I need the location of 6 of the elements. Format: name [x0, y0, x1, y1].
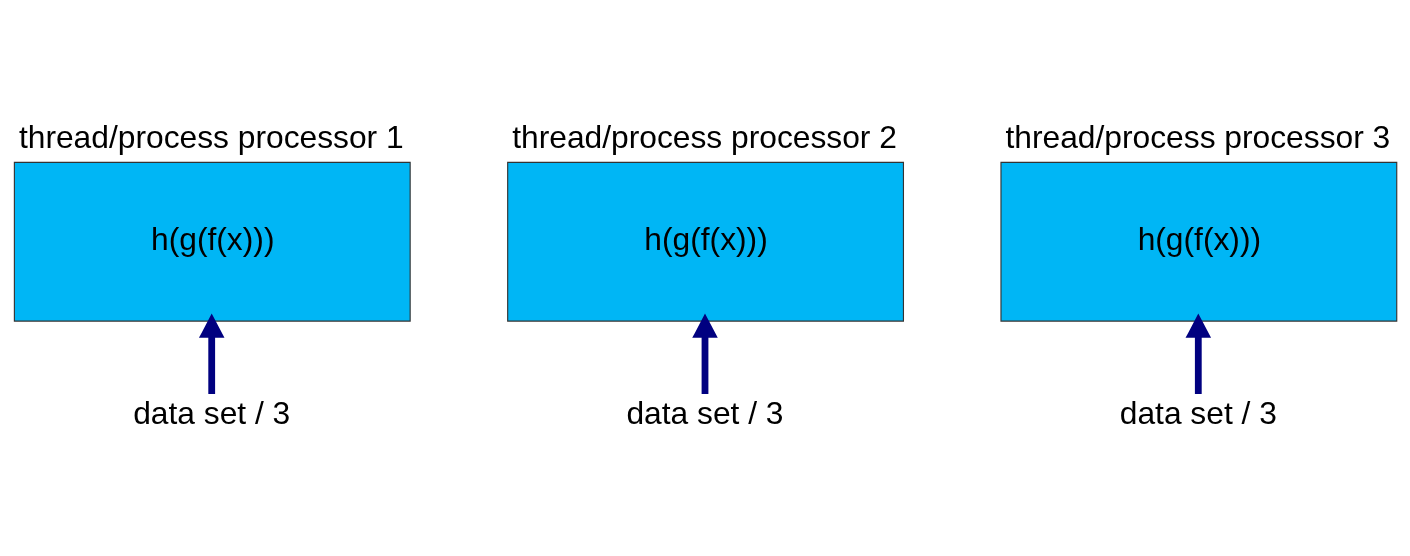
node-label: thread/process processor 3 [1005, 119, 1391, 156]
node-text: data set / 3 [133, 395, 291, 432]
node-label: thread/process processor 1 [18, 119, 404, 156]
node-text: data set / 3 [1119, 395, 1277, 432]
node-label: thread/process processor 2 [512, 119, 897, 156]
node-text: data set / 3 [626, 395, 784, 432]
